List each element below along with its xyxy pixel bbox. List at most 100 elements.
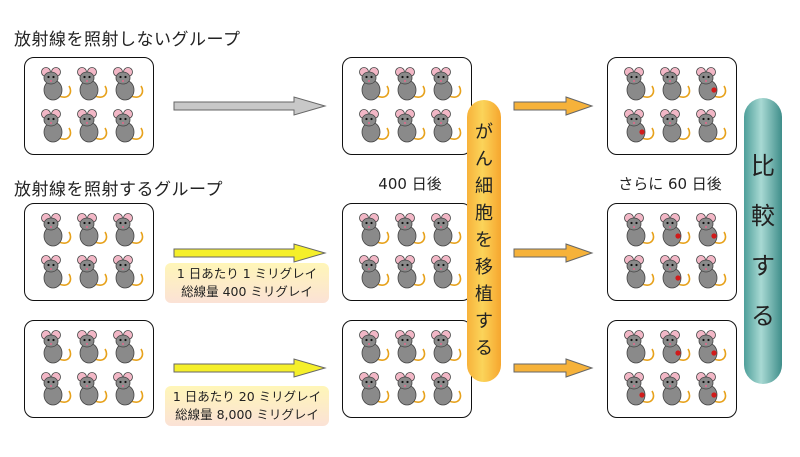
mouse-icon (77, 255, 108, 289)
mouse-icon (431, 255, 462, 289)
mouse-icon (624, 109, 655, 143)
transplant-char: 植 (475, 284, 493, 305)
right-arrow-icon-low (173, 243, 327, 263)
mouse-icon (395, 372, 426, 406)
right-arrow-icon-high-next (513, 358, 594, 378)
tumor-dot-icon (711, 87, 717, 93)
transplant-char: 移 (475, 257, 493, 278)
transplant-cancer-cells-label: が ん 細 胞 を 移 植 す る (467, 100, 501, 382)
mouse-icon (660, 213, 691, 247)
mouse-icon (359, 372, 390, 406)
dose-per-day-high: 1 日あたり 20 ミリグレイ (172, 389, 322, 404)
dose-label-high: 1 日あたり 20 ミリグレイ 総線量 8,000 ミリグレイ (165, 386, 329, 426)
mouse-icon (41, 255, 72, 289)
dose-label-low: 1 日あたり 1 ミリグレイ 総線量 400 ミリグレイ (165, 263, 329, 303)
mouse-icon (77, 109, 108, 143)
tumor-dot-icon (675, 350, 681, 356)
mouse-icon (359, 330, 390, 364)
tumor-dot-icon (675, 233, 681, 239)
mouse-icon (77, 67, 108, 101)
mouse-icon (624, 67, 655, 101)
mouse-icon (395, 109, 426, 143)
mouse-icon (660, 330, 691, 364)
mouse-box-control-400 (342, 57, 472, 155)
mouse-icon (624, 213, 655, 247)
label-after-400-days: 400 日後 (378, 175, 442, 193)
mouse-icon (113, 372, 144, 406)
mouse-icon (395, 67, 426, 101)
compare-char: す (751, 252, 775, 280)
mouse-icon (41, 372, 72, 406)
mouse-icon (359, 213, 390, 247)
mouse-icon (41, 330, 72, 364)
compare-char: 比 (751, 152, 775, 180)
mouse-icon (431, 109, 462, 143)
mouse-box-high-400 (342, 320, 472, 418)
transplant-char: が (475, 122, 493, 143)
mouse-icon (624, 330, 655, 364)
mouse-box-control-start (24, 57, 154, 155)
mouse-box-high-start (24, 320, 154, 418)
mouse-icon (395, 213, 426, 247)
mouse-icon (431, 372, 462, 406)
mouse-icon (77, 330, 108, 364)
tumor-dot-icon (675, 275, 681, 281)
tumor-dot-icon (639, 392, 645, 398)
mouse-icon (431, 213, 462, 247)
tumor-dot-icon (639, 129, 645, 135)
group-heading-radiation: 放射線を照射するグループ (14, 180, 223, 200)
mouse-icon (395, 330, 426, 364)
mouse-icon (359, 109, 390, 143)
transplant-char: す (475, 311, 493, 332)
compare-char: る (751, 302, 775, 330)
mouse-icon (660, 67, 691, 101)
mouse-icon (359, 255, 390, 289)
mouse-box-control-460 (607, 57, 737, 155)
mouse-icon (41, 67, 72, 101)
dose-total-low: 総線量 400 ミリグレイ (181, 284, 313, 299)
mouse-icon (696, 255, 727, 289)
mouse-box-low-460 (607, 203, 737, 301)
mouse-icon (696, 213, 727, 247)
transplant-char: ん (475, 149, 493, 170)
mouse-box-low-start (24, 203, 154, 301)
mouse-icon (660, 109, 691, 143)
mouse-icon (77, 213, 108, 247)
mouse-icon (696, 330, 727, 364)
compare-char: 較 (751, 202, 775, 230)
dose-total-high: 総線量 8,000 ミリグレイ (175, 407, 319, 422)
transplant-char: 胞 (475, 203, 493, 224)
mouse-icon (77, 372, 108, 406)
transplant-char: 細 (475, 176, 493, 197)
transplant-char: を (475, 230, 493, 251)
mouse-icon (41, 213, 72, 247)
mouse-icon (696, 109, 727, 143)
mouse-icon (660, 255, 691, 289)
mouse-icon (431, 330, 462, 364)
right-arrow-icon-control-next (513, 96, 594, 116)
right-arrow-icon-control (173, 96, 327, 116)
mouse-box-low-400 (342, 203, 472, 301)
mouse-icon (660, 372, 691, 406)
label-after-60-more-days: さらに 60 日後 (618, 175, 722, 193)
mouse-icon (359, 67, 390, 101)
mouse-icon (395, 255, 426, 289)
tumor-dot-icon (711, 392, 717, 398)
mouse-icon (624, 372, 655, 406)
mouse-icon (113, 67, 144, 101)
mouse-icon (624, 255, 655, 289)
mouse-icon (113, 330, 144, 364)
mouse-icon (41, 109, 72, 143)
mouse-icon (113, 255, 144, 289)
tumor-dot-icon (711, 350, 717, 356)
group-heading-no-radiation: 放射線を照射しないグループ (14, 30, 241, 50)
dose-per-day-low: 1 日あたり 1 ミリグレイ (176, 266, 318, 281)
mouse-icon (696, 372, 727, 406)
right-arrow-icon-low-next (513, 243, 594, 263)
mouse-box-high-460 (607, 320, 737, 418)
right-arrow-icon-high (173, 358, 327, 378)
compare-label: 比 較 す る (744, 98, 782, 384)
mouse-icon (113, 213, 144, 247)
transplant-char: る (475, 338, 493, 359)
mouse-icon (431, 67, 462, 101)
